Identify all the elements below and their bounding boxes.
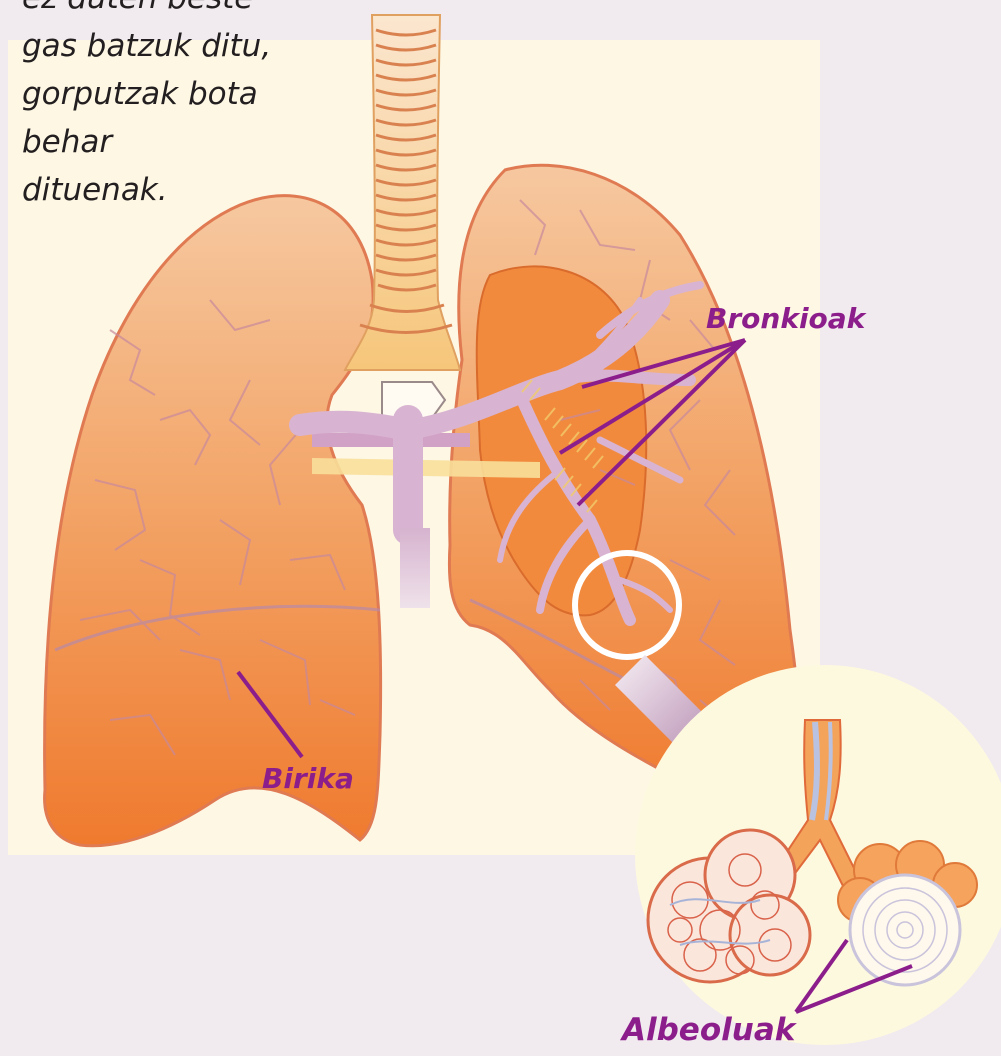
esophagus-stem <box>400 528 430 608</box>
intro-line: gorputzak bota <box>22 70 322 118</box>
left-lung <box>45 196 381 846</box>
intro-line: ez duten beste <box>22 0 322 22</box>
intro-paragraph: ez duten beste gas batzuk ditu, gorputza… <box>22 0 322 214</box>
intro-line: dituenak. <box>22 166 322 214</box>
label-birika: Birika <box>262 762 354 795</box>
label-bronkioak: Bronkioak <box>706 302 865 335</box>
label-albeoluak: Albeoluak <box>622 1012 795 1048</box>
intro-line: behar <box>22 118 322 166</box>
intro-line: gas batzuk ditu, <box>22 22 322 70</box>
